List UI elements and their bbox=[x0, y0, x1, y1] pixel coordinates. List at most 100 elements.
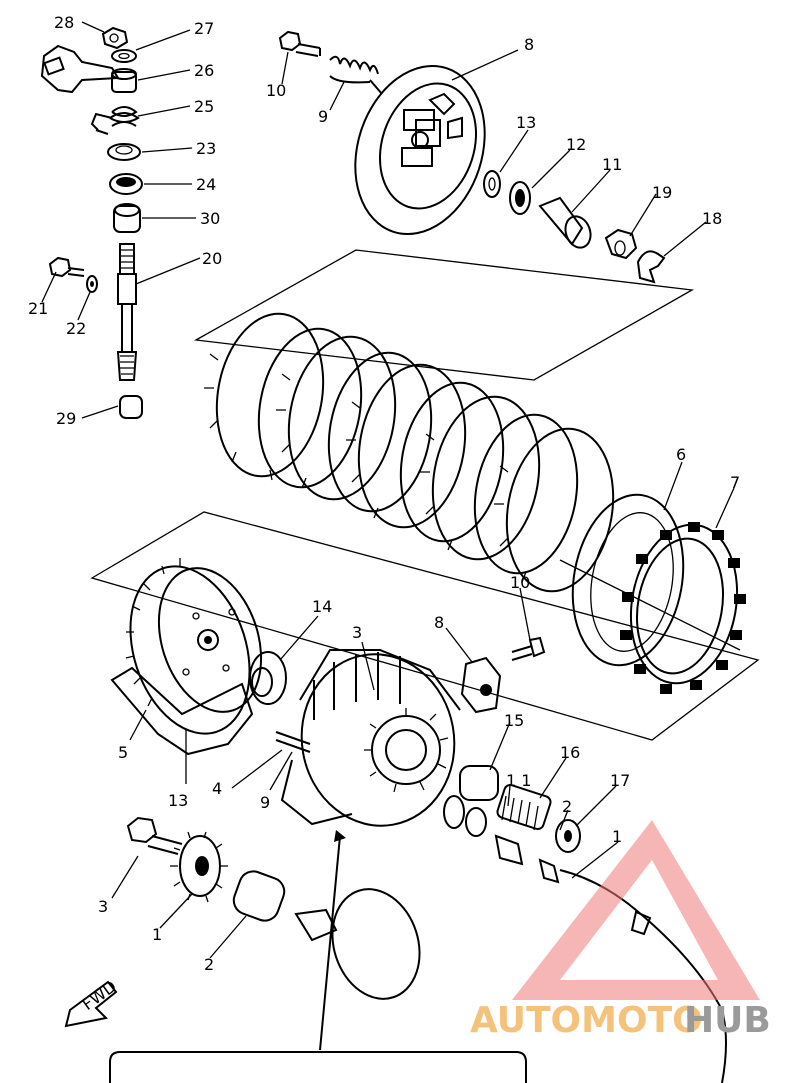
push-lever-assembly bbox=[40, 26, 143, 419]
label-part-23: 23 bbox=[196, 139, 216, 158]
pressure-plate-8-inner bbox=[378, 82, 478, 210]
leader-lines bbox=[41, 21, 735, 959]
fwd-arrow bbox=[64, 980, 118, 1028]
label-part-13-bottom: 13 bbox=[168, 791, 188, 810]
pointer-head bbox=[334, 830, 346, 842]
spring-9-end bbox=[369, 79, 383, 95]
label-part-6: 6 bbox=[676, 445, 686, 464]
bushing-29 bbox=[119, 395, 143, 419]
washer-17 bbox=[555, 819, 581, 853]
label-part-24: 24 bbox=[196, 175, 216, 194]
bearing-12-inner bbox=[515, 189, 525, 207]
label-part-28: 28 bbox=[54, 13, 74, 32]
bearing-12 bbox=[509, 181, 531, 215]
clutch-plate-1 bbox=[257, 327, 363, 489]
push-lever-arm bbox=[40, 44, 120, 94]
primary-driven-gear-5 bbox=[129, 565, 251, 735]
gear-5-rivet-3 bbox=[222, 664, 230, 672]
crank-web bbox=[331, 888, 421, 1000]
collar-2 bbox=[232, 870, 286, 922]
washer-22-hole bbox=[90, 281, 94, 287]
gear-5-teeth bbox=[125, 558, 181, 707]
bolt-3-shank bbox=[147, 835, 183, 855]
watermark: AUTOMOTO HUB bbox=[470, 820, 771, 1041]
shaft-20-stem bbox=[121, 303, 133, 353]
label-part-7: 7 bbox=[730, 473, 740, 492]
label-part-9-bottom: 9 bbox=[260, 793, 270, 812]
label-part-3-bolt: 3 bbox=[98, 897, 108, 916]
bottom-callout-box bbox=[109, 1051, 527, 1083]
bolt-10-shank bbox=[295, 43, 321, 57]
clutch-boss-gear-teeth bbox=[364, 708, 449, 793]
hub-box bbox=[90, 511, 760, 741]
washer-17-hole bbox=[564, 830, 572, 842]
seal-23 bbox=[107, 143, 141, 161]
clutch-plate-2 bbox=[327, 351, 433, 513]
clutch-housing-3-slots bbox=[313, 652, 401, 720]
clutch-plate-4 bbox=[473, 413, 579, 575]
push-rod-11 bbox=[538, 196, 584, 246]
label-part-10-middle: 10 bbox=[510, 573, 530, 592]
clutch-plate-3 bbox=[399, 381, 505, 543]
label-part-21: 21 bbox=[28, 299, 48, 318]
bolt-10-middle bbox=[511, 636, 546, 661]
watermark-logo-icon bbox=[512, 820, 760, 1000]
thrust-washer-14-inner bbox=[251, 667, 273, 697]
spacer-15 bbox=[459, 765, 499, 801]
label-part-20: 20 bbox=[202, 249, 222, 268]
label-part-27: 27 bbox=[194, 19, 214, 38]
clutch-spring-9 bbox=[329, 55, 379, 84]
label-part-17: 17 bbox=[610, 771, 630, 790]
nut-28-hole bbox=[109, 33, 119, 43]
gear-1-hub bbox=[195, 856, 209, 876]
friction-plate-4 bbox=[420, 395, 541, 561]
cam-plate-8-hole bbox=[480, 684, 492, 696]
collar-26 bbox=[111, 71, 137, 93]
clutch-housing-3 bbox=[300, 653, 456, 827]
seal-23-inner bbox=[115, 145, 133, 155]
shaft-20-spline bbox=[120, 249, 134, 269]
push-rod-11-head bbox=[564, 215, 592, 249]
washer-13-hole bbox=[488, 177, 496, 191]
pointer-to-box bbox=[319, 835, 341, 1051]
label-part-9-top: 9 bbox=[318, 107, 328, 126]
friction-box-top bbox=[193, 249, 695, 381]
label-part-19: 19 bbox=[652, 183, 672, 202]
bolt-3-head bbox=[126, 816, 158, 844]
spring-25-tail bbox=[90, 112, 113, 135]
label-part-3-housing: 3 bbox=[352, 623, 362, 642]
label-part-8-top: 8 bbox=[524, 35, 534, 54]
gear-5-rivet-1 bbox=[192, 612, 200, 620]
label-part-26: 26 bbox=[194, 61, 214, 80]
primary-driven-gear-assembly bbox=[110, 558, 581, 884]
label-part-14: 14 bbox=[312, 597, 332, 616]
part-number-labels: 28 27 26 25 23 24 30 20 21 22 29 10 9 8 … bbox=[28, 13, 740, 974]
nut-28 bbox=[101, 26, 129, 50]
label-part-2-right: 2 bbox=[562, 797, 572, 816]
clutch-plate-stack bbox=[204, 312, 746, 694]
housing-bottom bbox=[280, 759, 353, 826]
pressure-plate-center bbox=[411, 131, 429, 149]
watermark-text-auto-moto: AUTOMOTO bbox=[470, 1000, 703, 1041]
shaft-20-top bbox=[119, 243, 135, 275]
thrust-washer-14 bbox=[249, 651, 287, 705]
cam-plate-8 bbox=[460, 656, 502, 714]
friction-plate-7 bbox=[620, 522, 746, 694]
nut-19 bbox=[604, 228, 638, 260]
label-part-29: 29 bbox=[56, 409, 76, 428]
clutch-boss-gear bbox=[371, 715, 441, 785]
watermark-text-hub: HUB bbox=[684, 1000, 771, 1041]
bolt-21-head bbox=[48, 256, 72, 278]
plate-13 bbox=[110, 666, 254, 756]
pressure-plate-assembly bbox=[278, 30, 666, 284]
label-part-18: 18 bbox=[702, 209, 722, 228]
bushing-2-small bbox=[494, 834, 524, 866]
washer-27-hole bbox=[118, 52, 130, 60]
needle-bearing-16-rollers bbox=[501, 795, 539, 831]
label-part-10-top: 10 bbox=[266, 81, 286, 100]
bolt-10-head bbox=[278, 30, 302, 52]
friction-plate-1 bbox=[204, 312, 325, 481]
clutch-plate-6 bbox=[571, 493, 685, 667]
label-part-5: 5 bbox=[118, 743, 128, 762]
